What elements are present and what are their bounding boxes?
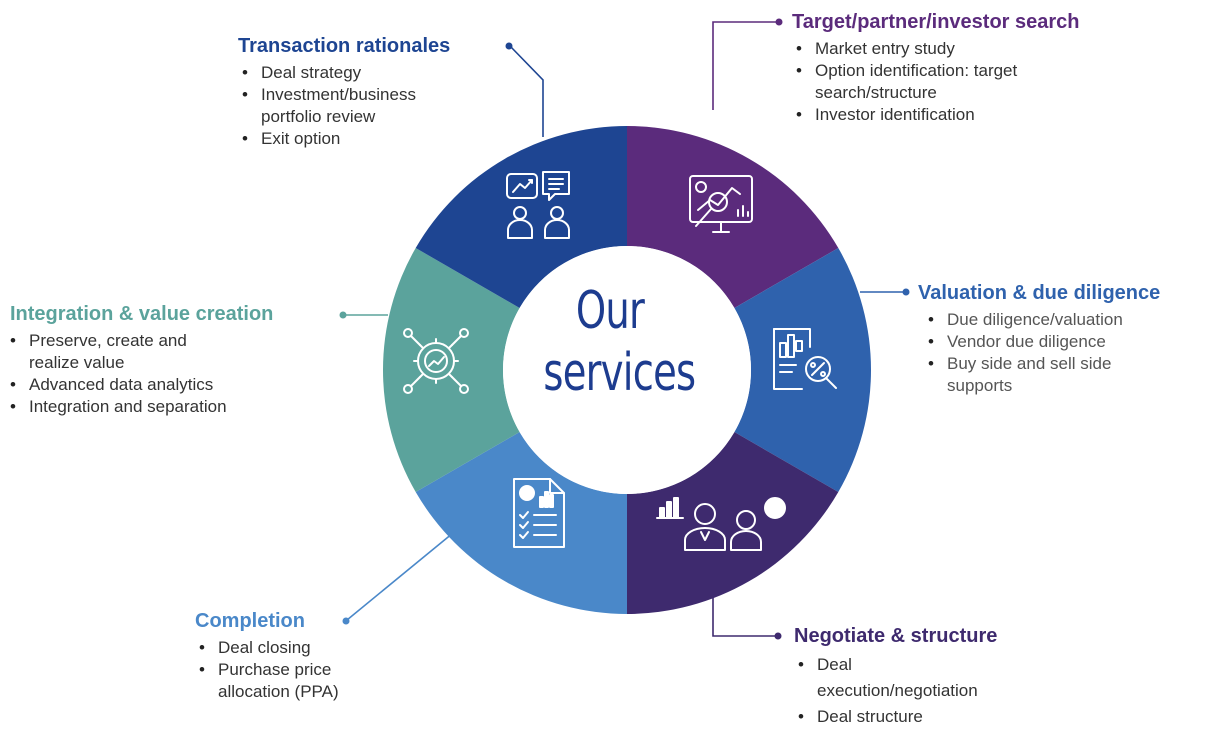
- dot-target: [775, 18, 783, 26]
- negotiation-people-charts-icon: [656, 497, 786, 551]
- transaction-rationales-title: Transaction rationales: [238, 35, 451, 57]
- gear-growth-icon: [403, 328, 469, 394]
- ring-center: [503, 246, 751, 494]
- transaction-rationales-block: Transaction rationales Deal strategy Inv…: [238, 34, 498, 150]
- target-search-block: Target/partner/investor search Market en…: [792, 10, 1152, 126]
- list-item: Vendor due diligence: [924, 331, 1164, 353]
- connector-negotiate: [712, 588, 777, 637]
- list-item: Option identification: target search/str…: [792, 60, 1082, 104]
- document-percent-magnifier-icon: [773, 328, 837, 390]
- negotiate-title: Negotiate & structure: [794, 625, 998, 647]
- list-item: Advanced data analytics: [6, 374, 306, 396]
- list-item: Deal strategy: [238, 62, 458, 84]
- valuation-block: Valuation & due diligence Due diligence/…: [918, 281, 1208, 397]
- integration-block: Integration & value creation Preserve, c…: [10, 302, 340, 418]
- ring-segment-completion: [415, 432, 627, 614]
- completion-block: Completion Deal closing Purchase price a…: [195, 609, 395, 703]
- ring-segment-target: [627, 126, 839, 308]
- ring-segment-negotiate: [627, 432, 839, 614]
- center-title-line1: Our: [575, 281, 645, 341]
- completion-list: Deal closing Purchase price allocation (…: [195, 637, 375, 703]
- list-item: Deal execution/negotiation: [794, 652, 994, 704]
- list-item: Integration and separation: [6, 396, 306, 418]
- list-item: Purchase price allocation (PPA): [195, 659, 375, 703]
- monitor-analysis-icon: [689, 175, 753, 233]
- negotiate-list: Deal execution/negotiation Deal structur…: [794, 652, 994, 730]
- center-title: Our services: [543, 280, 696, 404]
- integration-list: Preserve, create and realize value Advan…: [6, 330, 306, 418]
- dot-completion: [342, 617, 350, 625]
- target-search-list: Market entry study Option identification…: [792, 38, 1082, 126]
- list-item: Deal structure: [794, 704, 994, 730]
- connector-transaction: [509, 45, 544, 137]
- dot-integration: [339, 311, 347, 319]
- report-checklist-icon: [513, 478, 565, 548]
- connector-target: [712, 21, 778, 110]
- dot-negotiate: [774, 632, 782, 640]
- completion-title: Completion: [195, 610, 305, 632]
- list-item: Market entry study: [792, 38, 1082, 60]
- transaction-rationales-list: Deal strategy Investment/business portfo…: [238, 62, 458, 150]
- list-item: Buy side and sell side supports: [924, 353, 1164, 397]
- ring-segment-valuation: [734, 248, 871, 492]
- ring-segment-transaction: [415, 126, 627, 308]
- valuation-list: Due diligence/valuation Vendor due dilig…: [924, 309, 1164, 397]
- negotiate-block: Negotiate & structure Deal execution/neg…: [794, 624, 1054, 730]
- connector-lines: [339, 18, 910, 640]
- list-item: Preserve, create and realize value: [6, 330, 219, 374]
- valuation-title: Valuation & due diligence: [918, 282, 1161, 304]
- integration-title: Integration & value creation: [10, 303, 274, 325]
- list-item: Investor identification: [792, 104, 1082, 126]
- connector-completion: [346, 532, 454, 621]
- target-search-title: Target/partner/investor search: [792, 11, 1080, 33]
- list-item: Exit option: [238, 128, 458, 150]
- list-item: Deal closing: [195, 637, 375, 659]
- list-item: Due diligence/valuation: [924, 309, 1164, 331]
- center-title-line2: services: [543, 343, 696, 403]
- discussion-people-icon: [506, 171, 570, 239]
- services-ring: [382, 126, 871, 614]
- dot-valuation: [902, 288, 910, 296]
- dot-transaction: [505, 42, 513, 50]
- list-item: Investment/business portfolio review: [238, 84, 458, 128]
